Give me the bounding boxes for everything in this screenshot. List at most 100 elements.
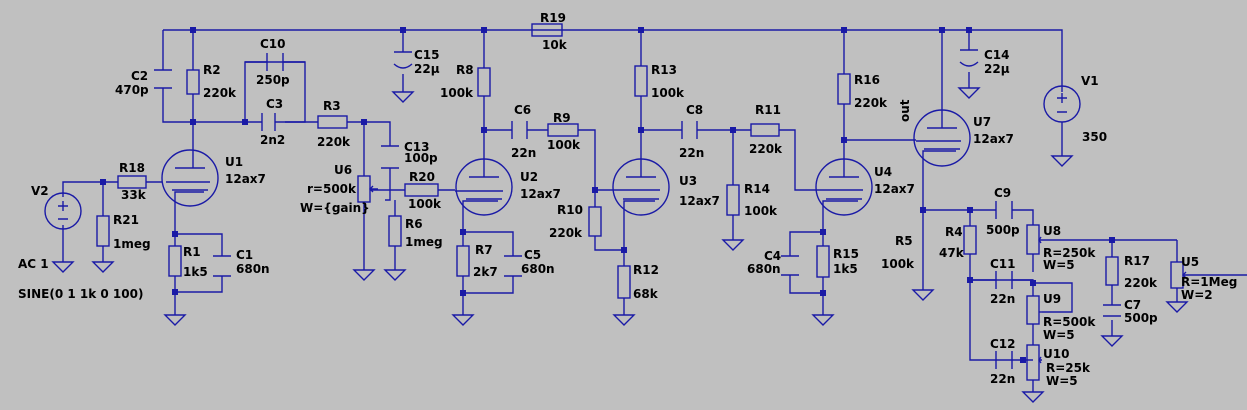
label-u6w: W={gain} bbox=[300, 201, 370, 215]
resistor-r14 bbox=[726, 184, 740, 216]
label-c9: C9 bbox=[994, 186, 1011, 200]
label-v1: V1 bbox=[1081, 74, 1099, 88]
label-c8: C8 bbox=[686, 103, 703, 117]
capacitor-c1 bbox=[213, 255, 231, 277]
tubes[interactable] bbox=[161, 108, 971, 216]
label-r4: R4 bbox=[945, 225, 963, 239]
label-out: out bbox=[898, 99, 912, 122]
label-u1: U1 bbox=[225, 155, 243, 169]
label-r16: R16 bbox=[854, 73, 880, 87]
capacitor-c14 bbox=[959, 49, 979, 67]
capacitor-c8 bbox=[681, 121, 698, 139]
label-r8v: 100k bbox=[440, 86, 474, 100]
capacitor-c4 bbox=[781, 255, 799, 276]
capacitor-c11 bbox=[995, 271, 1013, 289]
label-r9v: 100k bbox=[547, 138, 581, 152]
label-u9w: W=5 bbox=[1043, 328, 1075, 342]
label-r11v: 220k bbox=[749, 142, 783, 156]
potentiometers[interactable] bbox=[357, 175, 1187, 381]
label-c11: C11 bbox=[990, 257, 1016, 271]
pot-u6 bbox=[357, 175, 378, 203]
label-c14: C14 bbox=[984, 48, 1010, 62]
label-r12v: 68k bbox=[633, 287, 659, 301]
resistor-r2 bbox=[186, 69, 200, 95]
label-r15v: 1k5 bbox=[833, 262, 858, 276]
label-c4v: 680n bbox=[747, 262, 781, 276]
label-v1v: 350 bbox=[1082, 130, 1107, 144]
label-r14: R14 bbox=[744, 182, 770, 196]
label-c2v: 470p bbox=[115, 83, 149, 97]
resistors[interactable] bbox=[96, 23, 1119, 299]
capacitor-c13 bbox=[381, 145, 399, 169]
label-c2: C2 bbox=[131, 69, 148, 83]
label-r2: R2 bbox=[203, 63, 221, 77]
label-r2v: 220k bbox=[203, 86, 237, 100]
label-u5w: W=2 bbox=[1181, 288, 1213, 302]
label-r3v: 220k bbox=[317, 135, 351, 149]
resistor-r21 bbox=[96, 215, 110, 247]
label-r7v: 2k7 bbox=[473, 265, 498, 279]
resistor-r18 bbox=[117, 175, 147, 189]
label-r19: R19 bbox=[540, 11, 566, 25]
resistor-r7 bbox=[456, 245, 470, 277]
label-ac1: AC 1 bbox=[18, 257, 49, 271]
label-r14v: 100k bbox=[744, 204, 778, 218]
label-u10r: R=25k bbox=[1046, 361, 1091, 375]
label-r10v: 220k bbox=[549, 226, 583, 240]
label-u4: U4 bbox=[874, 165, 892, 179]
label-c7: C7 bbox=[1124, 298, 1141, 312]
tube-u3 bbox=[600, 158, 670, 216]
label-u2v: 12ax7 bbox=[520, 187, 561, 201]
capacitor-c3 bbox=[261, 113, 276, 131]
label-c5: C5 bbox=[524, 248, 541, 262]
label-c1v: 680n bbox=[236, 262, 270, 276]
resistor-r17 bbox=[1105, 256, 1119, 286]
label-c15: C15 bbox=[414, 48, 440, 62]
label-r8: R8 bbox=[456, 63, 474, 77]
grounds bbox=[51, 87, 1189, 403]
label-c3: C3 bbox=[266, 97, 283, 111]
label-r18v: 33k bbox=[121, 188, 147, 202]
label-r21: R21 bbox=[113, 213, 139, 227]
label-r5v: 100k bbox=[881, 257, 915, 271]
label-c11v: 22n bbox=[990, 292, 1015, 306]
capacitor-c12-plates bbox=[995, 351, 1013, 369]
capacitor-c6 bbox=[511, 121, 528, 139]
label-r18: R18 bbox=[119, 161, 145, 175]
label-u1v: 12ax7 bbox=[225, 172, 266, 186]
label-u10w: W=5 bbox=[1046, 374, 1078, 388]
label-u7: U7 bbox=[973, 115, 991, 129]
label-u3: U3 bbox=[679, 174, 697, 188]
tube-u7 bbox=[913, 108, 971, 167]
label-c6: C6 bbox=[514, 103, 531, 117]
label-r12: R12 bbox=[633, 263, 659, 277]
label-r7: R7 bbox=[475, 243, 493, 257]
resistor-r10 bbox=[588, 206, 602, 237]
label-u9r: R=500k bbox=[1043, 315, 1096, 329]
label-r20: R20 bbox=[409, 170, 435, 184]
label-r5: R5 bbox=[895, 234, 913, 248]
label-c15v: 22µ bbox=[414, 62, 440, 76]
label-c3v: 2n2 bbox=[260, 133, 285, 147]
label-u5r: R=1Meg bbox=[1181, 275, 1237, 289]
label-c4: C4 bbox=[764, 249, 781, 263]
label-c14v: 22µ bbox=[984, 62, 1010, 76]
resistor-r3 bbox=[317, 115, 348, 129]
resistor-r6 bbox=[388, 215, 402, 247]
label-r9: R9 bbox=[553, 111, 571, 125]
label-r3: R3 bbox=[323, 99, 341, 113]
capacitors[interactable] bbox=[154, 49, 1121, 369]
label-u6: U6 bbox=[334, 163, 352, 177]
label-r20v: 100k bbox=[408, 197, 442, 211]
label-r21v: 1meg bbox=[113, 237, 151, 251]
label-u7v: 12ax7 bbox=[973, 132, 1014, 146]
capacitor-c7 bbox=[1103, 304, 1121, 317]
tube-u4 bbox=[808, 158, 873, 216]
label-c9v: 500p bbox=[986, 223, 1020, 237]
label-r17v: 220k bbox=[1124, 276, 1158, 290]
label-c6v: 22n bbox=[511, 146, 536, 160]
resistor-r12 bbox=[617, 265, 631, 299]
label-u8: U8 bbox=[1043, 224, 1061, 238]
tube-u1 bbox=[161, 149, 219, 207]
